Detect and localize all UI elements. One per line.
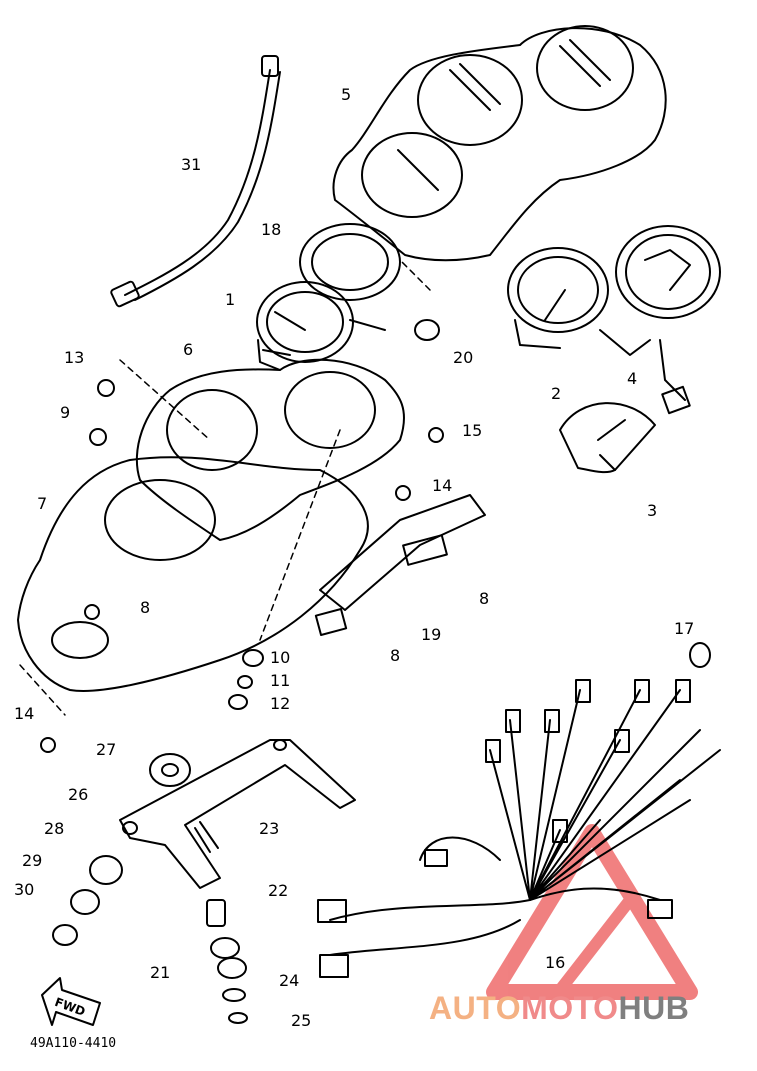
meter-case (135, 358, 405, 541)
part-label-11: 11 (270, 671, 291, 690)
meter-cover-ring (299, 223, 401, 301)
grommet-20 (414, 319, 440, 341)
fuel-gauge (559, 402, 656, 474)
part-label-17: 17 (674, 619, 695, 638)
part-label-21: 21 (150, 963, 171, 982)
watermark-hub: HUB (618, 990, 690, 1026)
part-label-5: 5 (341, 85, 352, 104)
part-label-2: 2 (551, 384, 562, 403)
speedometer (599, 225, 721, 415)
dampers-28-30 (52, 855, 123, 946)
part-label-30: 30 (14, 880, 35, 899)
part-label-14a: 14 (14, 704, 35, 723)
part-label-23: 23 (259, 819, 280, 838)
bolt-23 (194, 821, 219, 853)
watermark-triangle-logo (486, 824, 698, 1000)
part-label-8c: 8 (390, 646, 401, 665)
part-label-4: 4 (627, 369, 638, 388)
part-label-28: 28 (44, 819, 65, 838)
fwd-arrow (41, 977, 101, 1026)
tachometer (507, 247, 609, 349)
part-label-3: 3 (647, 501, 658, 520)
watermark-moto: MOTO (521, 990, 619, 1026)
meter-cover-upper (332, 25, 667, 262)
collar-grommet-set (206, 899, 248, 1024)
part-label-25: 25 (291, 1011, 312, 1030)
part-label-19: 19 (421, 625, 442, 644)
part-label-29: 29 (22, 851, 43, 870)
meter-bracket (314, 494, 486, 637)
part-label-9: 9 (60, 403, 71, 422)
part-label-8a: 8 (140, 598, 151, 617)
part-label-20: 20 (453, 348, 474, 367)
indicator-meter (256, 281, 386, 371)
screws-and-washers (40, 379, 711, 753)
part-label-13: 13 (64, 348, 85, 367)
watermark-brand: AUTOMOTOHUB (429, 992, 689, 1024)
part-label-27: 27 (96, 740, 117, 759)
meter-lower-body (17, 456, 369, 692)
part-label-10: 10 (270, 648, 291, 667)
wire-harness (317, 679, 721, 978)
part-label-7: 7 (37, 494, 48, 513)
part-label-16: 16 (545, 953, 566, 972)
part-label-31: 31 (181, 155, 202, 174)
drawing-code: 49A110-4410 (30, 1036, 117, 1051)
speedometer-cable (110, 55, 281, 308)
part-label-22: 22 (268, 881, 289, 900)
part-label-8b: 8 (479, 589, 490, 608)
watermark-auto: AUTO (429, 990, 522, 1026)
leader-lines (19, 259, 431, 716)
part-label-18: 18 (261, 220, 282, 239)
part-label-1: 1 (225, 290, 236, 309)
damper-27 (149, 753, 191, 787)
part-label-26: 26 (68, 785, 89, 804)
part-label-15: 15 (462, 421, 483, 440)
meter-stay (119, 739, 356, 889)
part-label-6: 6 (183, 340, 194, 359)
part-label-24: 24 (279, 971, 300, 990)
part-label-14b: 14 (432, 476, 453, 495)
part-label-12: 12 (270, 694, 291, 713)
